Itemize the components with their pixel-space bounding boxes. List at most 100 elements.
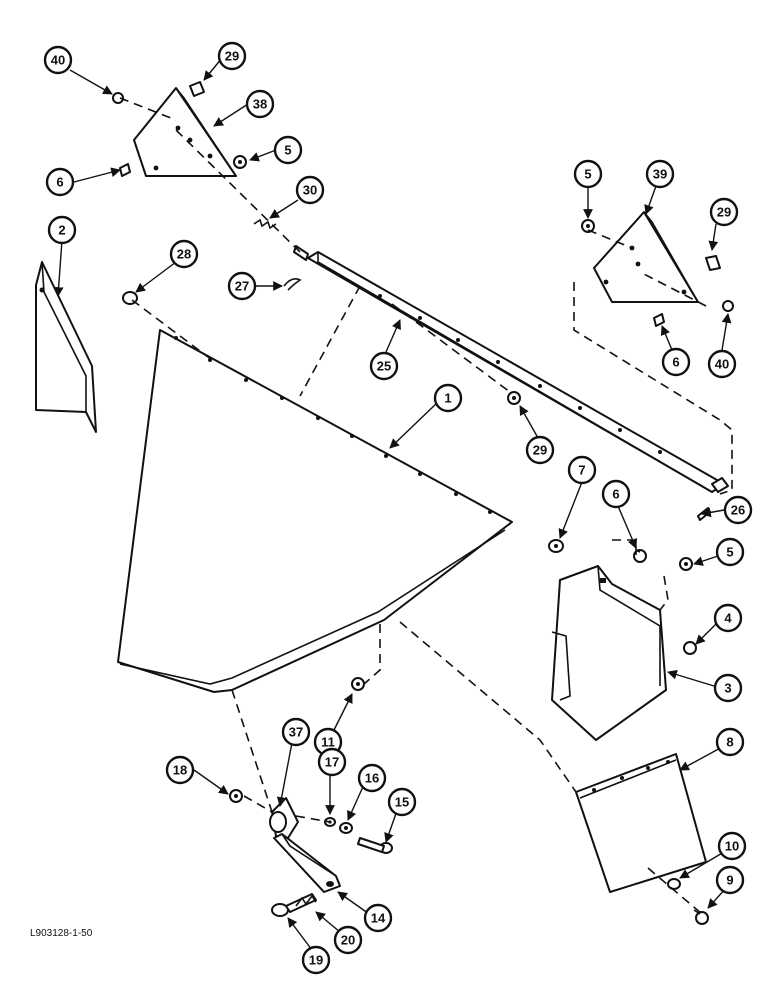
svg-text:5: 5: [584, 167, 591, 182]
svg-text:2: 2: [58, 223, 65, 238]
main-shield-part-1: [117, 329, 513, 693]
nut-part-7: [548, 539, 564, 553]
nut-part-5-right: [581, 219, 595, 233]
washer-part-10: [667, 878, 681, 890]
callout-29-top: 29: [217, 41, 247, 71]
rear-shield-part-3: [551, 565, 667, 741]
callout-25: 25: [369, 351, 399, 381]
callout-5-lower: 5: [715, 537, 745, 567]
bolt-part-6-lower: [633, 549, 647, 563]
svg-text:26: 26: [731, 503, 745, 518]
callout-6-right: 6: [661, 347, 691, 377]
svg-text:7: 7: [578, 463, 585, 478]
callout-40-right: 40: [707, 349, 737, 379]
bolt-part-4: [683, 641, 697, 655]
bolt-part-9: [693, 909, 709, 925]
nut-part-29-shaft: [507, 391, 521, 405]
svg-text:3: 3: [724, 681, 731, 696]
svg-text:40: 40: [715, 357, 729, 372]
nut-part-11: [351, 677, 365, 691]
bolt-part-15: [357, 837, 393, 854]
svg-text:37: 37: [289, 725, 303, 740]
svg-text:6: 6: [56, 175, 63, 190]
bolt-part-40-top: [112, 92, 124, 104]
spring-part-20: [295, 894, 317, 907]
assembly-lines: [119, 97, 733, 915]
svg-text:27: 27: [235, 279, 249, 294]
callout-6-lower: 6: [601, 479, 631, 509]
nut-part-29-right: [705, 255, 721, 271]
svg-text:20: 20: [341, 933, 355, 948]
callout-28: 28: [169, 239, 199, 269]
bolt-part-6-top: [119, 163, 131, 177]
svg-text:30: 30: [303, 183, 317, 198]
pivot-bracket-part-37: [269, 797, 299, 839]
callout-15: 15: [387, 787, 417, 817]
callout-9: 9: [715, 865, 745, 895]
svg-text:29: 29: [717, 205, 731, 220]
bracket-part-39: [593, 211, 699, 303]
svg-text:17: 17: [325, 755, 339, 770]
svg-text:8: 8: [726, 735, 733, 750]
svg-text:29: 29: [225, 49, 239, 64]
panel-part-8: [575, 753, 707, 893]
spring-part-30: [253, 218, 277, 230]
svg-text:5: 5: [726, 545, 733, 560]
callout-27: 27: [227, 271, 257, 301]
callout-14: 14: [363, 903, 393, 933]
bolt-part-19: [271, 893, 317, 917]
svg-text:14: 14: [371, 911, 386, 926]
bolt-part-40-right: [722, 300, 734, 312]
callout-40-top: 40: [43, 45, 73, 75]
callout-5-right: 5: [573, 159, 603, 189]
callout-37: 37: [281, 717, 311, 747]
washer-part-16: [339, 822, 353, 834]
callout-2: 2: [47, 215, 77, 245]
callout-8: 8: [715, 727, 745, 757]
svg-text:1: 1: [444, 391, 451, 406]
callout-29-right: 29: [709, 197, 739, 227]
callout-30: 30: [295, 175, 325, 205]
svg-text:40: 40: [51, 53, 65, 68]
callout-1: 1: [433, 383, 463, 413]
svg-text:38: 38: [253, 97, 267, 112]
callout-3: 3: [713, 673, 743, 703]
bolt-part-6-right: [653, 313, 665, 327]
callout-38: 38: [245, 89, 275, 119]
callout-19: 19: [301, 945, 331, 975]
latch-part-14: [273, 833, 341, 893]
callout-20: 20: [333, 925, 363, 955]
svg-text:16: 16: [365, 771, 379, 786]
callout-26: 26: [723, 495, 753, 525]
svg-text:18: 18: [173, 763, 187, 778]
callout-10: 10: [717, 831, 747, 861]
side-shield-part-2: [35, 261, 97, 433]
nut-part-5-lower: [679, 557, 693, 571]
svg-text:9: 9: [726, 873, 733, 888]
callout-29-shaft: 29: [525, 435, 555, 465]
nut-part-18: [229, 789, 243, 803]
callout-6-top: 6: [45, 167, 75, 197]
callout-7: 7: [567, 455, 597, 485]
nut-part-29-top: [189, 81, 205, 97]
svg-text:10: 10: [725, 839, 739, 854]
svg-text:6: 6: [612, 487, 619, 502]
bracket-part-38: [133, 87, 237, 177]
callout-5-top: 5: [273, 135, 303, 165]
svg-text:19: 19: [309, 953, 323, 968]
svg-text:5: 5: [284, 143, 291, 158]
callout-4: 4: [713, 603, 743, 633]
callout-18: 18: [165, 755, 195, 785]
svg-text:39: 39: [653, 167, 667, 182]
svg-text:15: 15: [395, 795, 409, 810]
svg-text:25: 25: [377, 359, 391, 374]
svg-text:6: 6: [672, 355, 679, 370]
callout-16: 16: [357, 763, 387, 793]
svg-text:29: 29: [533, 443, 547, 458]
callout-39: 39: [645, 159, 675, 189]
cotter-pin-part-27: [283, 278, 302, 291]
svg-text:28: 28: [177, 247, 191, 262]
nut-part-5-top: [233, 155, 247, 169]
drawing-code: L903128-1-50: [30, 928, 93, 939]
